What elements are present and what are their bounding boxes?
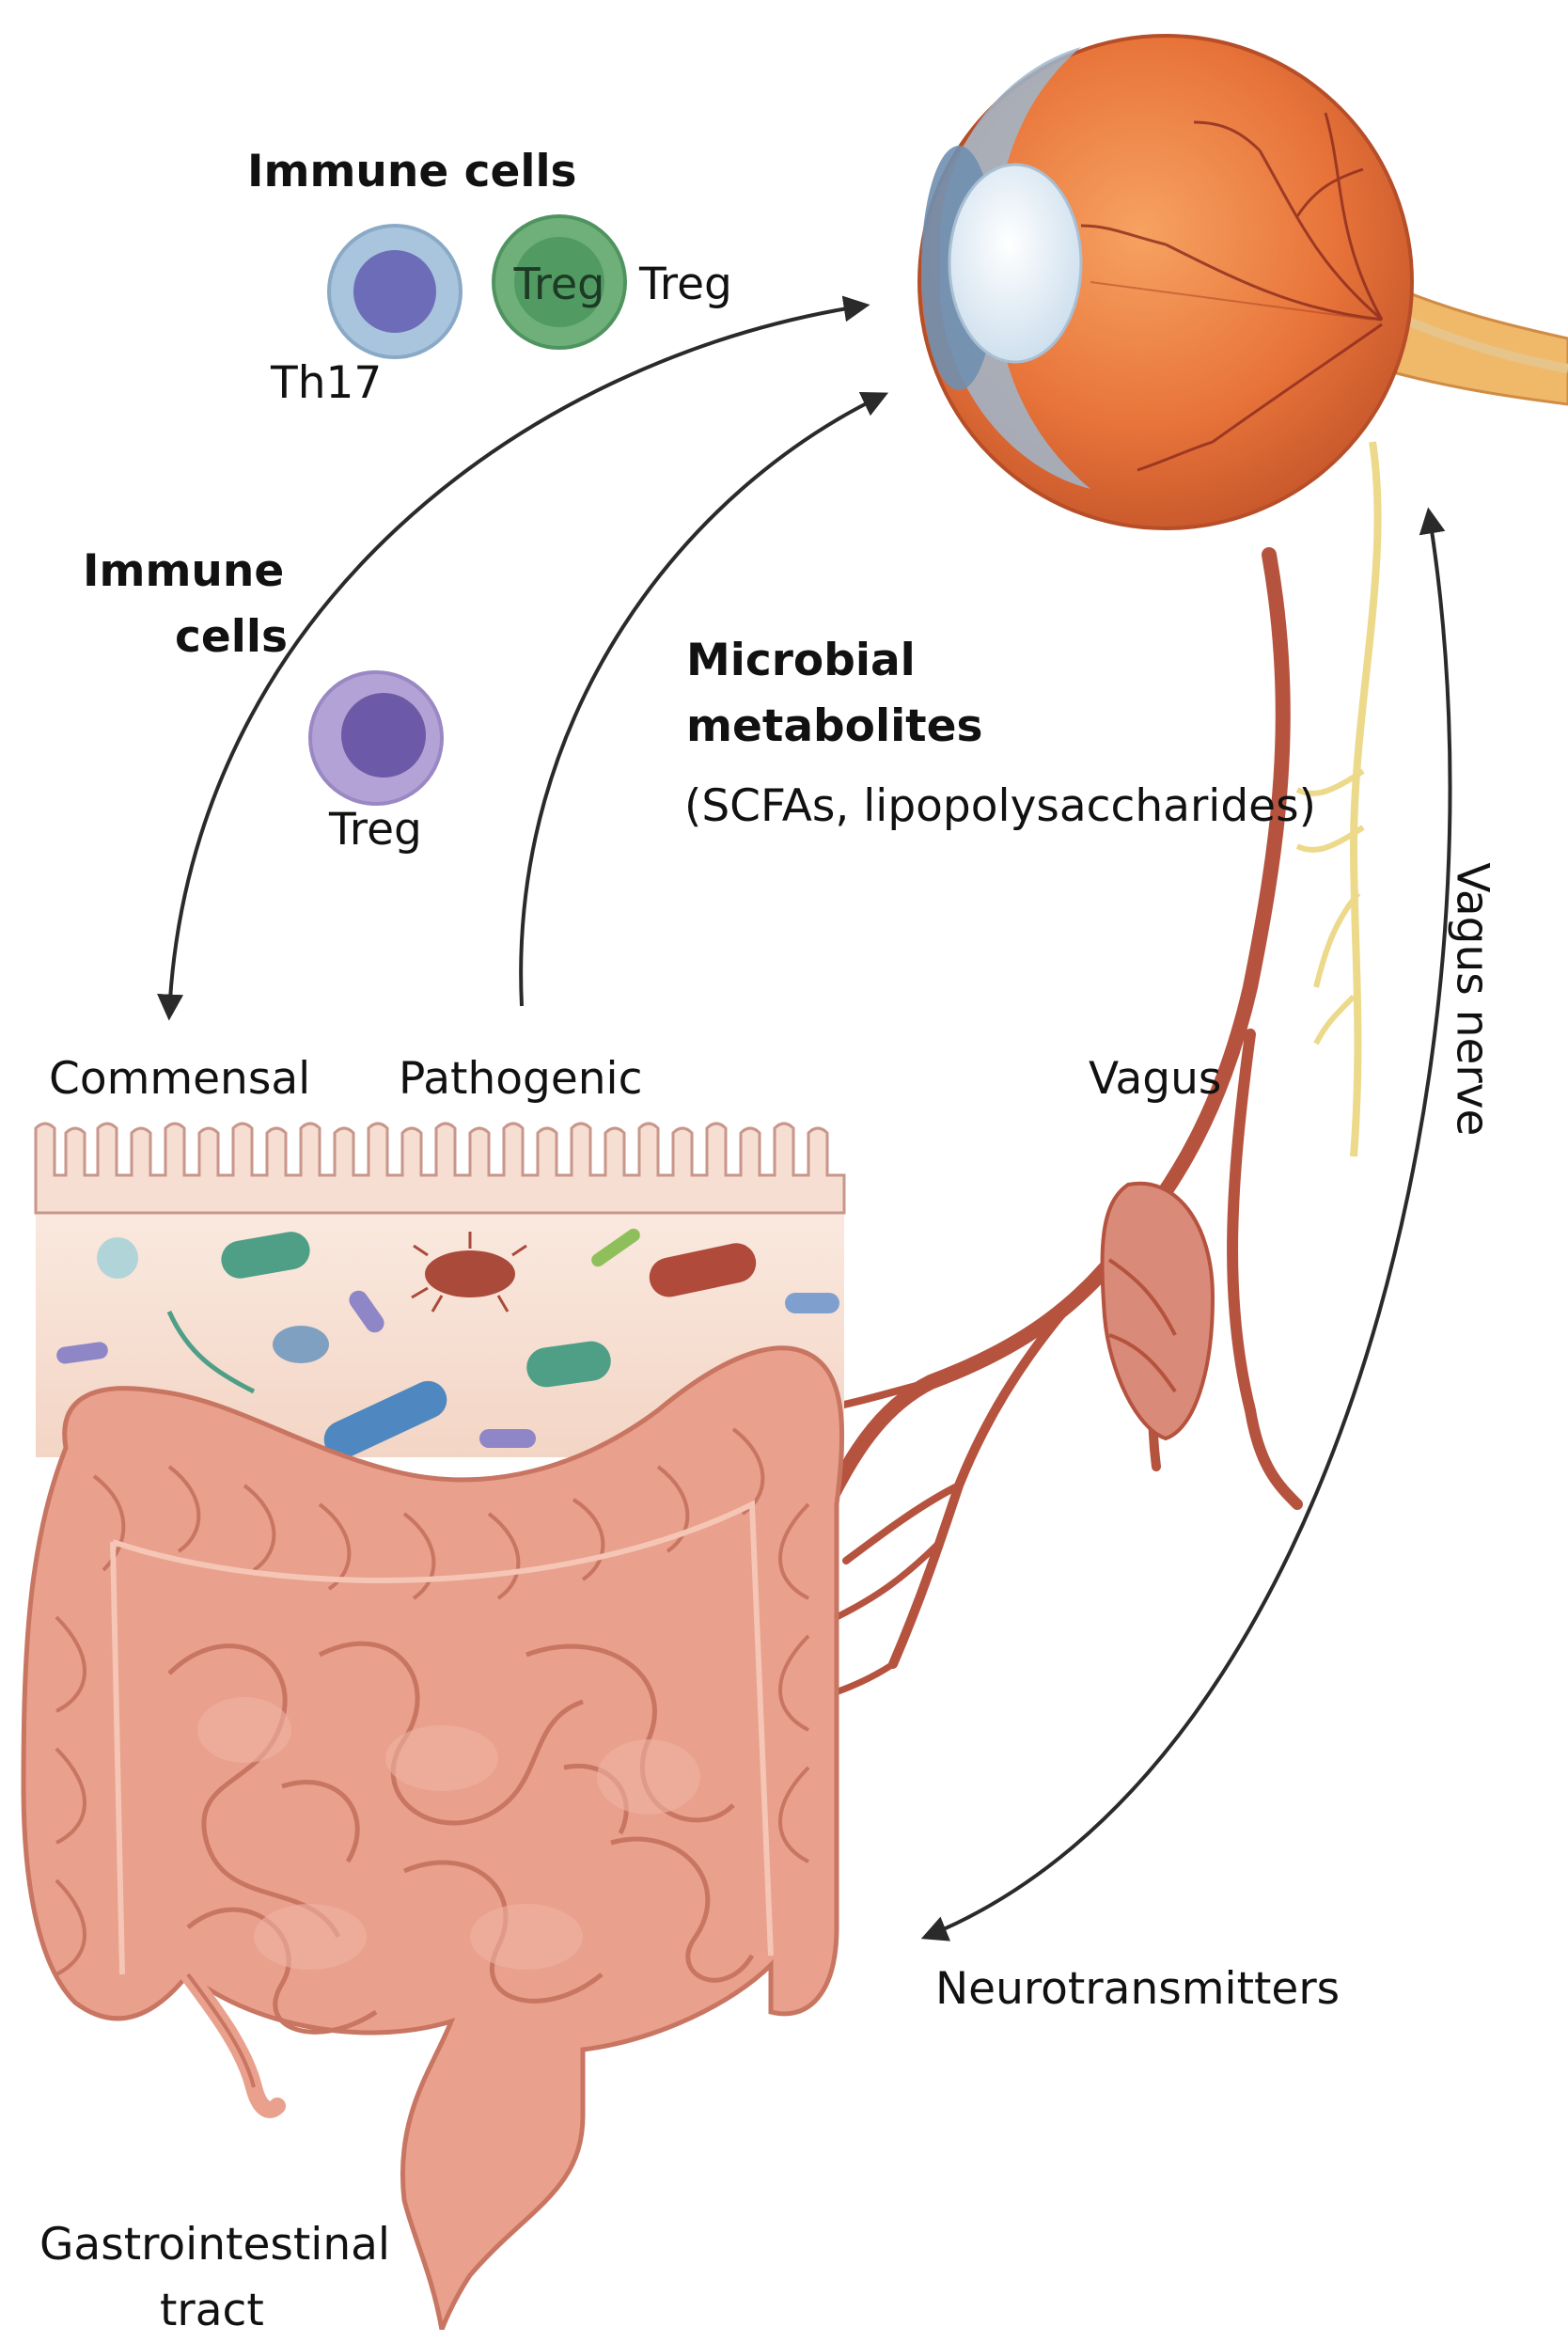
treg-cell-icon-purple (308, 670, 444, 806)
immune-cells-left-label-line1: Immune (83, 545, 285, 597)
microbial-metabolites-label-line1: Microbial (686, 635, 916, 686)
treg-left-label: Treg (329, 804, 422, 856)
arrows (157, 295, 1452, 1941)
microbial-metabolites-arrow (519, 392, 889, 1007)
treg-top-label: Treg (639, 259, 732, 310)
microbial-examples-label: (SCFAs, lipopolysaccharides) (684, 780, 1316, 832)
neurotransmitters-label: Neurotransmitters (935, 1963, 1341, 2015)
treg-cell-icon-green: Treg (492, 214, 627, 350)
intestine-illustration (21, 1122, 846, 2339)
microbial-metabolites-label-line2: metabolites (686, 700, 983, 752)
bacteria-icons (56, 1228, 839, 1459)
gastrointestinal-label-line2: tract (160, 2285, 264, 2336)
vagus-nerve-arrow (920, 507, 1452, 1941)
treg-cell-label: Treg (513, 259, 605, 309)
pathogenic-label: Pathogenic (399, 1053, 643, 1105)
immune-cells-left-label-line2: cells (175, 611, 288, 663)
eye-illustration (917, 34, 1568, 530)
gastrointestinal-label-line1: Gastrointestinal (39, 2219, 390, 2271)
commensal-label: Commensal (49, 1053, 311, 1105)
immune-cells-arrow (157, 295, 870, 1021)
vagus-nerve-label: Vagus nerve (1446, 862, 1498, 1137)
th17-cell-icon (327, 224, 463, 359)
immune-cells-top-label: Immune cells (247, 146, 577, 197)
vagus-label: Vagus (1089, 1053, 1222, 1105)
th17-label: Th17 (271, 357, 383, 409)
